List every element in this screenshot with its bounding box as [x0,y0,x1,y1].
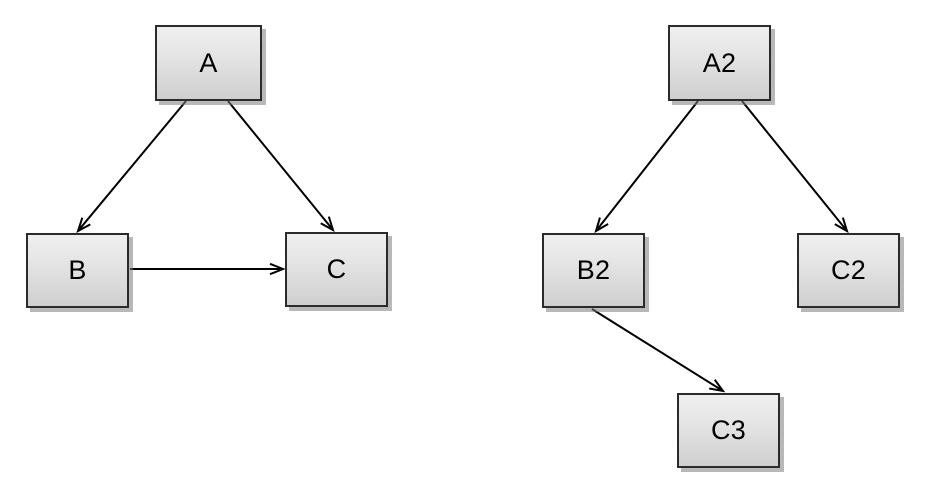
node-label: C2 [831,255,866,285]
node-a[interactable]: A [155,25,262,101]
node-b[interactable]: B [26,233,129,308]
node-c[interactable]: C [285,232,388,307]
node-label: C3 [711,415,746,445]
edge-line [741,100,846,230]
node-label: C [326,254,347,284]
edge-a-b[interactable] [76,100,187,234]
edge-a-c[interactable] [227,100,335,233]
node-label: A2 [702,47,737,78]
arrowhead-icon [594,217,609,234]
edge-a2-c2[interactable] [741,100,849,234]
node-c3[interactable]: C3 [677,393,780,468]
edge-line [591,308,721,391]
arrowhead-icon [320,216,335,233]
node-label: B2 [576,255,611,285]
edge-line [79,100,187,230]
edge-line [227,100,332,229]
edge-b-c[interactable] [130,262,286,276]
arrowhead-icon [269,262,286,276]
arrowhead-icon [834,217,849,234]
arrowhead-icon [76,217,91,234]
node-label: B [68,255,87,285]
node-a2[interactable]: A2 [668,25,771,101]
edge-line [597,100,699,230]
node-label: A [199,47,218,78]
arrowhead-icon [709,379,726,393]
edge-a2-b2[interactable] [594,100,699,234]
node-c2[interactable]: C2 [797,233,900,308]
edge-b2-c3[interactable] [591,308,726,393]
node-b2[interactable]: B2 [542,233,645,308]
